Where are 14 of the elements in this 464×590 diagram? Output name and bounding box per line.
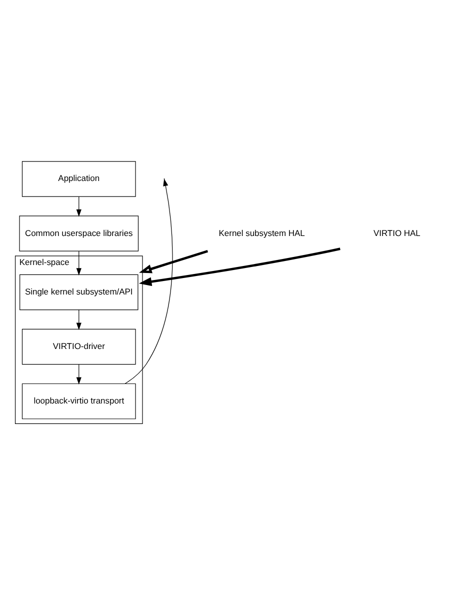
- arrow: [76, 310, 82, 330]
- node-box: Application: [22, 161, 136, 197]
- arrow: [76, 196, 82, 217]
- arrow: [139, 250, 208, 274]
- arrow: [124, 178, 173, 384]
- arrow: [76, 250, 82, 276]
- node-box: loopback-virtio transport: [22, 383, 136, 420]
- node-box: Common userspace libraries: [19, 216, 139, 252]
- arrow: [76, 364, 82, 384]
- node-text: VIRTIO HAL: [373, 228, 420, 238]
- node-box: VIRTIO-driver: [22, 328, 136, 365]
- arrow: [138, 248, 340, 286]
- node-box: Single kernel subsystem/API: [20, 274, 138, 310]
- node-text: Kernel subsystem HAL: [218, 228, 305, 238]
